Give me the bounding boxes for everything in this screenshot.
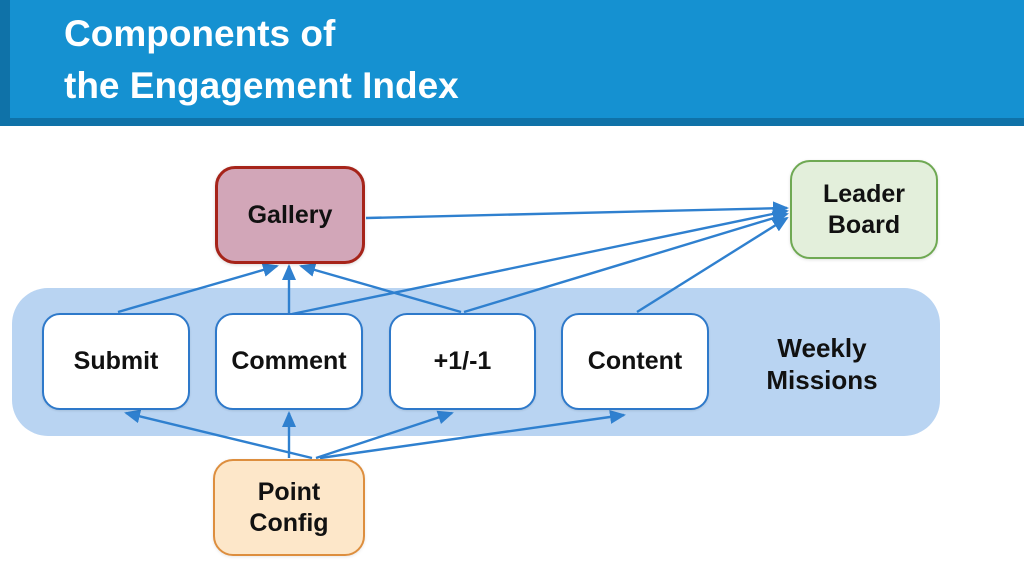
- header-left-accent-bar: [0, 0, 10, 118]
- node-leader-board: Leader Board: [790, 160, 938, 259]
- header-divider-bar: [0, 118, 1024, 126]
- slide-title: Components of the Engagement Index: [64, 8, 459, 112]
- node-plus-minus: +1/-1: [389, 313, 536, 410]
- slide-title-line2: the Engagement Index: [64, 64, 459, 106]
- slide-title-line1: Components of: [64, 13, 336, 54]
- node-comment: Comment: [215, 313, 363, 410]
- node-gallery: Gallery: [215, 166, 365, 264]
- node-submit: Submit: [42, 313, 190, 410]
- slide-header: Components of the Engagement Index: [0, 0, 1024, 118]
- node-content: Content: [561, 313, 709, 410]
- weekly-missions-label: Weekly Missions: [766, 333, 878, 395]
- node-point-config: Point Config: [213, 459, 365, 556]
- edge-gallery-to-leaderboard: [365, 201, 789, 220]
